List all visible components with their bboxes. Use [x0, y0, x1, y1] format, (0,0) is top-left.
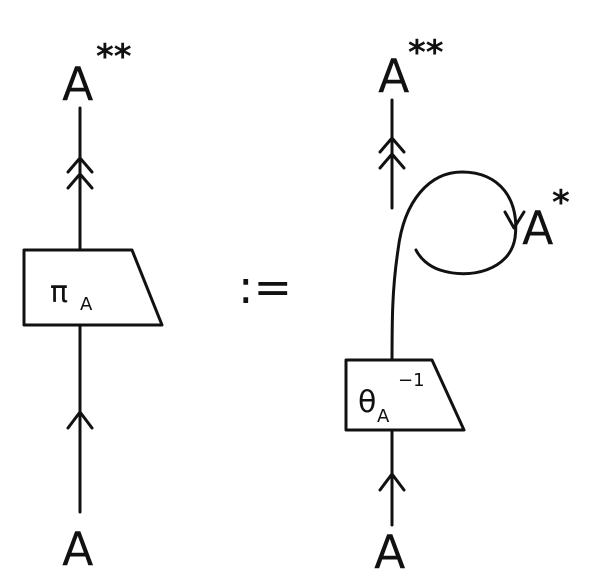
left-morphism-label: π — [50, 275, 68, 310]
right-loop-object-label: A — [522, 201, 554, 255]
left-single-arrowhead-icon — [66, 410, 94, 430]
left-morphism-subscript: A — [80, 294, 93, 315]
right-double-arrowhead-icon — [378, 136, 406, 170]
right-loop-superscript: * — [552, 183, 570, 223]
right-diagram: A ** A * θ A −1 A — [344, 33, 570, 577]
right-morphism-superscript: −1 — [398, 370, 425, 391]
right-bottom-object-label: A — [374, 525, 406, 577]
right-morphism-box — [344, 358, 466, 432]
right-loop-arrowhead-icon — [503, 210, 526, 230]
right-single-arrowhead-icon — [378, 472, 406, 492]
right-morphism-label: θ — [358, 385, 376, 420]
definition-symbol: := — [238, 260, 292, 314]
left-top-object-label: A — [62, 57, 94, 111]
left-diagram: A ** π A A — [22, 37, 164, 576]
left-top-superscript: ** — [96, 37, 132, 77]
left-morphism-box — [22, 248, 164, 327]
right-loop-strand — [390, 170, 518, 372]
left-bottom-object-label: A — [62, 522, 94, 576]
right-morphism-subscript: A — [377, 406, 390, 427]
right-top-object-label: A — [378, 49, 410, 103]
right-top-superscript: ** — [408, 33, 444, 73]
left-double-arrowhead-icon — [66, 156, 94, 190]
